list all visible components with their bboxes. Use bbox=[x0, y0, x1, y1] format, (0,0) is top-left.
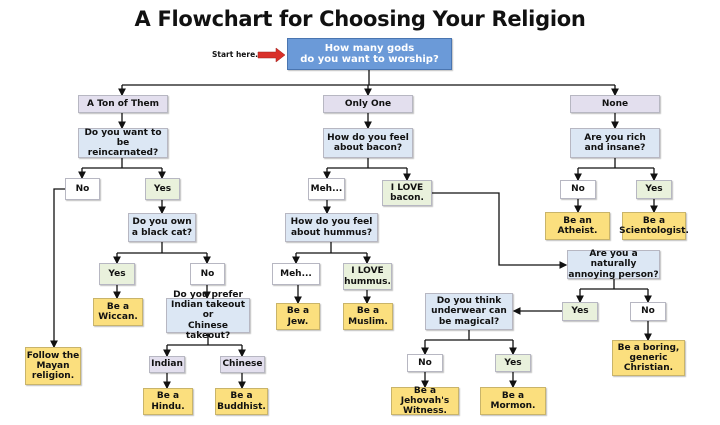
result-atheist: Be an Atheist. bbox=[545, 212, 610, 240]
result-scientologist: Be a Scientologist. bbox=[619, 212, 689, 240]
start-label: Start here. bbox=[212, 50, 259, 59]
hummus-love: I LOVE hummus. bbox=[343, 263, 392, 290]
result-wiccan: Be a Wiccan. bbox=[93, 298, 143, 326]
bacon-love: I LOVE bacon. bbox=[382, 180, 432, 206]
takeout-chinese: Chinese bbox=[220, 356, 265, 373]
annoying-no: No bbox=[630, 302, 666, 321]
start-question: How many gods do you want to worship? bbox=[287, 38, 452, 70]
result-muslim: Be a Muslim. bbox=[343, 303, 393, 330]
reincarnated-yes: Yes bbox=[145, 178, 180, 200]
page-title: A Flowchart for Choosing Your Religion bbox=[134, 7, 586, 31]
black-cat-yes: Yes bbox=[99, 263, 135, 285]
reincarnated-question: Do you want to be reincarnated? bbox=[78, 128, 168, 158]
branch-one: Only One bbox=[323, 95, 413, 113]
result-mormon: Be a Mormon. bbox=[480, 387, 546, 415]
underwear-no: No bbox=[407, 354, 443, 372]
rich-insane-yes: Yes bbox=[636, 180, 672, 199]
underwear-yes: Yes bbox=[495, 354, 531, 372]
start-arrow-icon bbox=[257, 47, 286, 63]
branch-many: A Ton of Them bbox=[78, 95, 168, 113]
annoying-yes: Yes bbox=[562, 302, 598, 321]
result-jew: Be a Jew. bbox=[276, 303, 320, 330]
takeout-question: Do you prefer Indian takeout or Chinese … bbox=[166, 290, 250, 341]
result-mayan: Follow the Mayan religion. bbox=[25, 347, 81, 385]
result-hindu: Be a Hindu. bbox=[143, 388, 193, 415]
black-cat-no: No bbox=[190, 263, 225, 285]
underwear-question: Do you think underwear can be magical? bbox=[425, 293, 513, 330]
rich-insane-question: Are you rich and insane? bbox=[570, 128, 660, 158]
takeout-indian: Indian bbox=[149, 356, 185, 373]
branch-none: None bbox=[570, 95, 660, 113]
black-cat-question: Do you own a black cat? bbox=[128, 213, 196, 242]
bacon-question: How do you feel about bacon? bbox=[323, 128, 413, 158]
bacon-meh: Meh... bbox=[308, 178, 345, 200]
result-christian: Be a boring, generic Christian. bbox=[612, 340, 685, 376]
reincarnated-no: No bbox=[65, 178, 100, 200]
rich-insane-no: No bbox=[560, 180, 596, 199]
result-jehovahs-witness: Be a Jehovah's Witness. bbox=[391, 386, 459, 416]
annoying-question: Are you a naturally annoying person? bbox=[567, 249, 660, 280]
hummus-meh: Meh... bbox=[272, 263, 320, 285]
hummus-question: How do you feel about hummus? bbox=[285, 213, 378, 242]
result-buddhist: Be a Buddhist. bbox=[215, 388, 268, 415]
